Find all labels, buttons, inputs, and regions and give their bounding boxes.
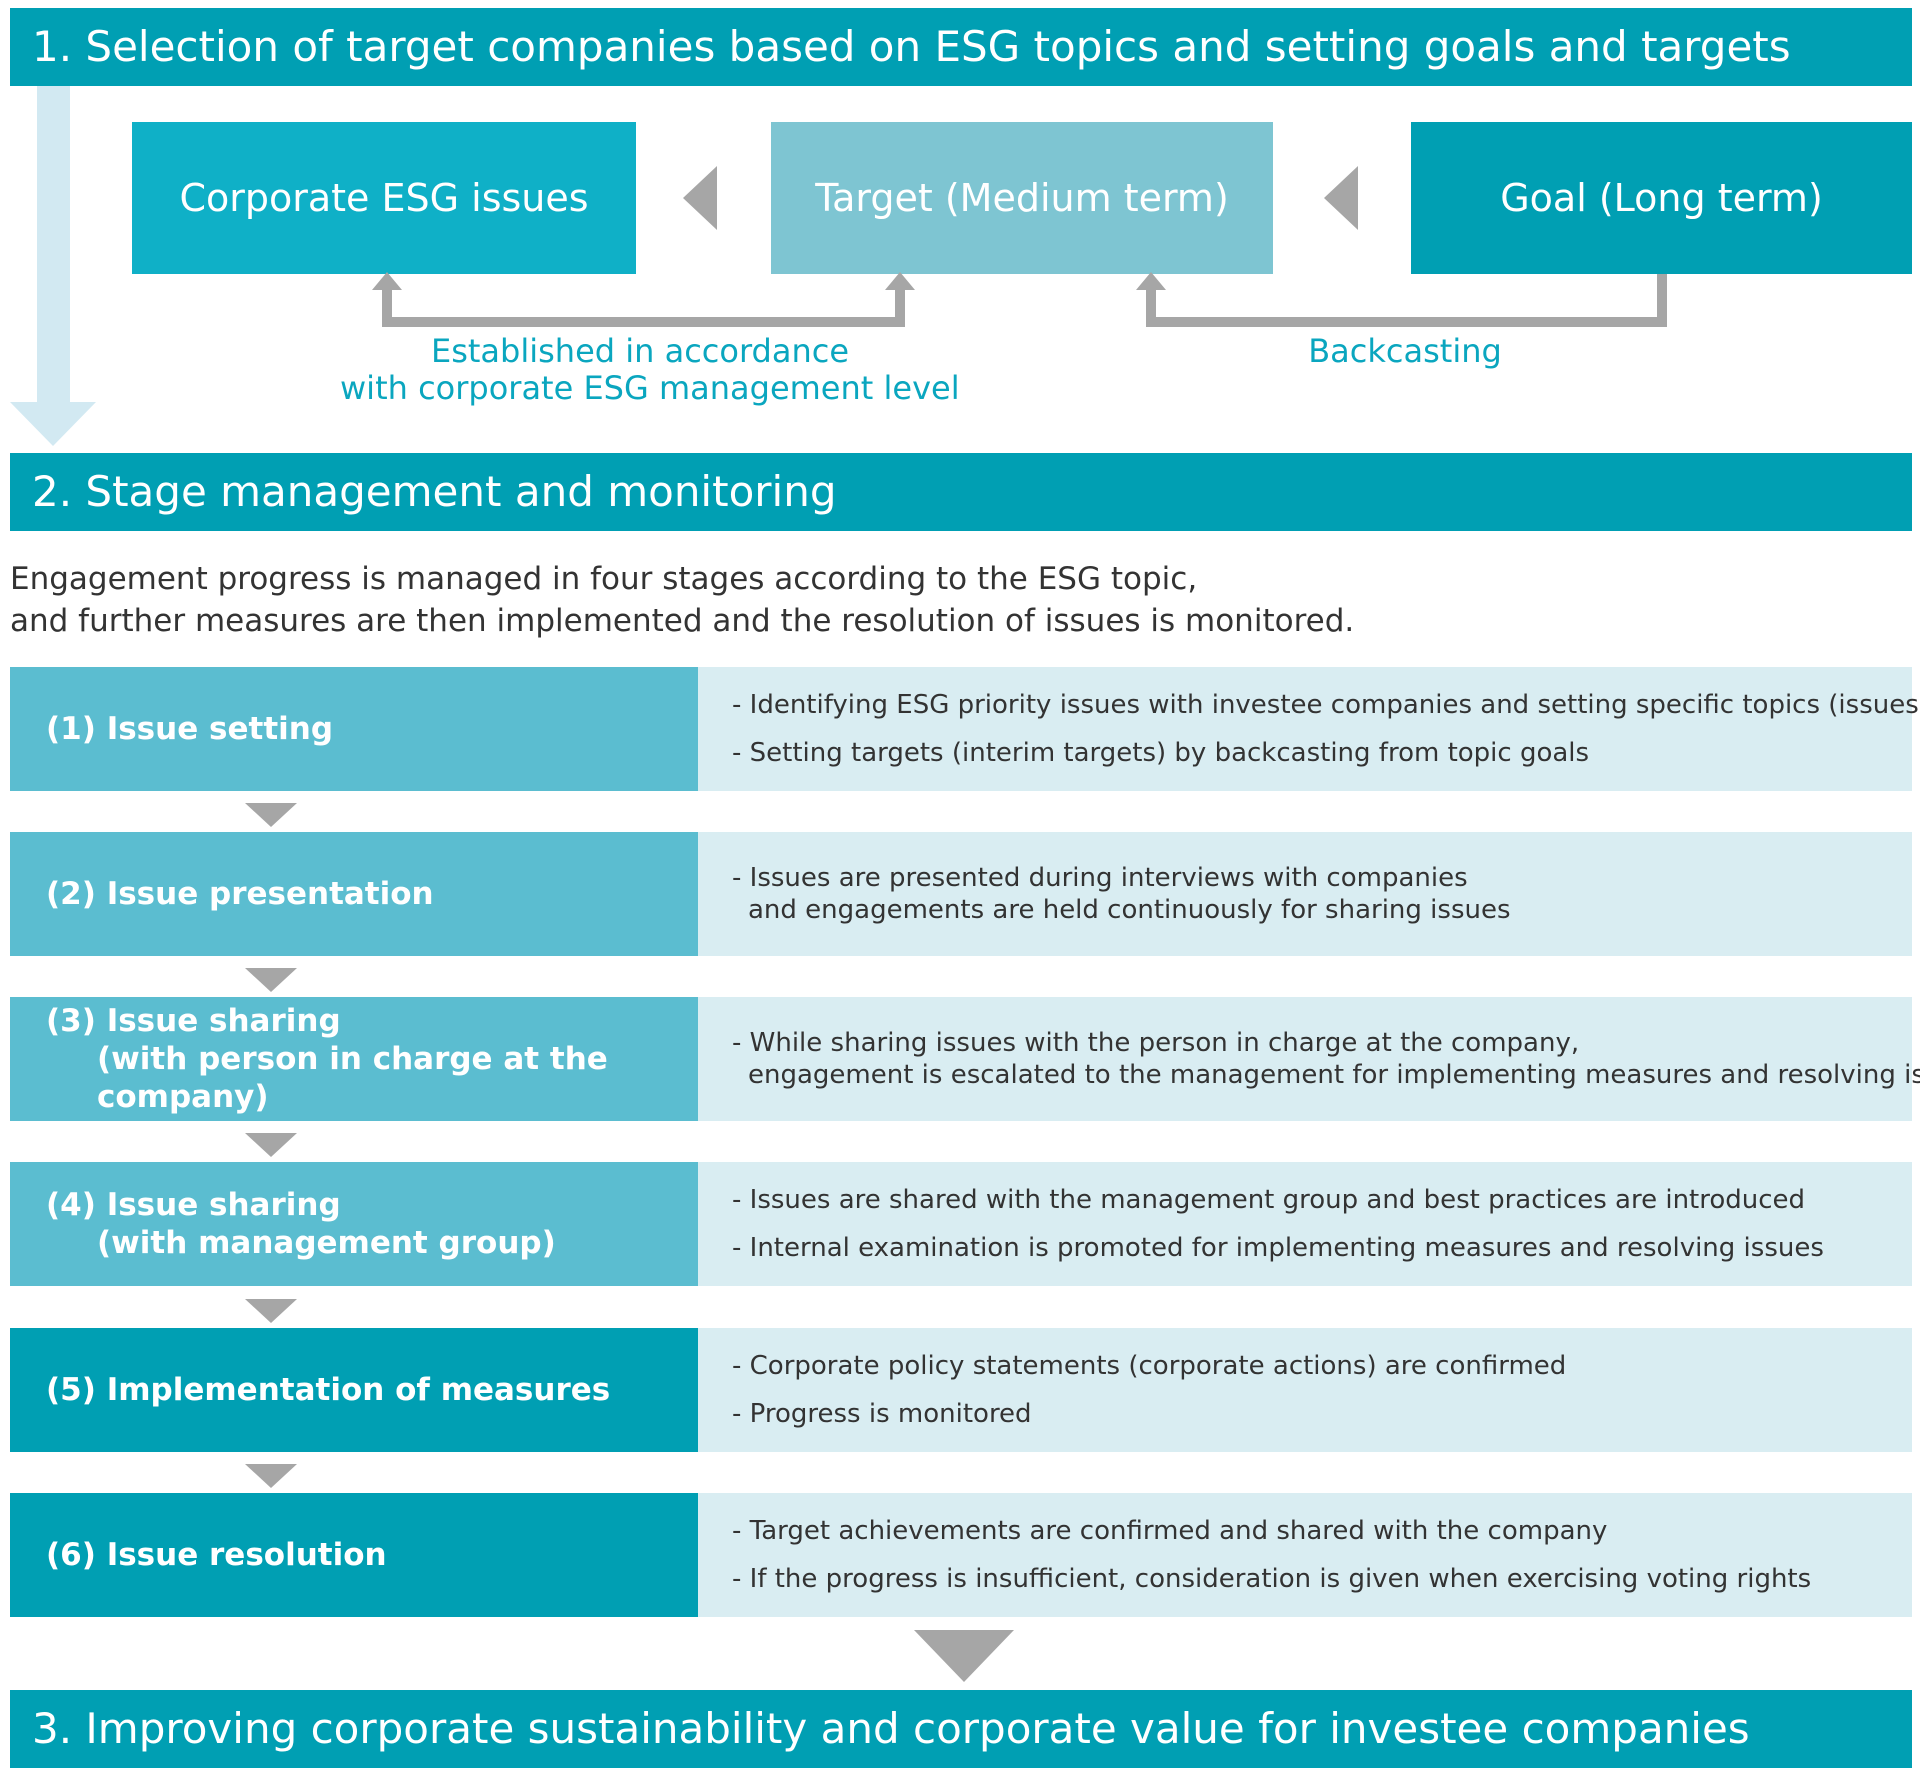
established-note: Established in accordance with corporate… [340,332,960,407]
stage-bullet: - Target achievements are confirmed and … [732,1516,1608,1546]
stage-label: (1) Issue setting [46,711,334,747]
stage-5-description: - Corporate policy statements (corporate… [698,1328,1912,1452]
stage-bullet: - Identifying ESG priority issues with i… [732,690,1920,720]
stage-6-description: - Target achievements are confirmed and … [698,1493,1912,1617]
flow-down-arrow [10,86,96,446]
stage-bullet-continuation: and engagements are held continuously fo… [748,895,1511,925]
stage-label: (6) Issue resolution [46,1537,387,1573]
down-arrow-icon [245,1464,297,1488]
stage-6-issue-resolution: (6) Issue resolution [10,1493,698,1617]
stage-bullet: - Progress is monitored [732,1399,1032,1429]
stage-label: (4) Issue sharing [46,1187,341,1223]
stage-bullet: - Corporate policy statements (corporate… [732,1351,1567,1381]
stage-bullet: - Internal examination is promoted for i… [732,1233,1824,1263]
backcasting-note: Backcasting [1308,332,1502,370]
stage-3-description: - While sharing issues with the person i… [698,997,1920,1121]
stage-4-description: - Issues are shared with the management … [698,1162,1912,1286]
down-arrow-icon [245,1299,297,1323]
intro-line-2: and further measures are then implemente… [10,603,1355,639]
stage-bullet: - Issues are shared with the management … [732,1185,1806,1215]
left-arrow-icon [683,166,717,230]
down-arrow-icon [245,803,297,827]
stage-3-issue-sharing-person: (3) Issue sharing (with person in charge… [10,997,698,1121]
section-2-banner: 2. Stage management and monitoring [10,453,1912,531]
goal-long-term-box: Goal (Long term) [1411,122,1912,274]
stage-1-issue-setting: (1) Issue setting [10,667,698,791]
stage-2-issue-presentation: (2) Issue presentation [10,832,698,956]
section-3-banner: 3. Improving corporate sustainability an… [10,1690,1912,1768]
established-note-line-1: Established in accordance [430,332,850,370]
corporate-esg-issues-box: Corporate ESG issues [132,122,636,274]
target-medium-term-box: Target (Medium term) [771,122,1273,274]
established-note-line-2: with corporate ESG management level [340,369,960,407]
stage-5-implementation: (5) Implementation of measures [10,1328,698,1452]
stage-2-description: - Issues are presented during interviews… [698,832,1912,956]
stage-intro-text: Engagement progress is managed in four s… [10,558,1354,642]
down-arrow-icon [245,1133,297,1157]
stage-label: (5) Implementation of measures [46,1372,611,1408]
stage-bullet: - While sharing issues with the person i… [732,1028,1580,1058]
stage-bullet: - Issues are presented during interviews… [732,863,1468,893]
stage-label-sub: (with management group) [97,1225,556,1261]
left-arrow-icon [1324,166,1358,230]
stage-bullet: - Setting targets (interim targets) by b… [732,738,1590,768]
stage-1-description: - Identifying ESG priority issues with i… [698,667,1920,791]
stage-bullet-continuation: engagement is escalated to the managemen… [748,1060,1920,1090]
down-arrow-icon [245,968,297,992]
stage-4-issue-sharing-management: (4) Issue sharing (with management group… [10,1162,698,1286]
bracket-connectors [372,272,1667,327]
intro-line-1: Engagement progress is managed in four s… [10,561,1198,597]
stage-label: (2) Issue presentation [46,876,434,912]
stage-label: (3) Issue sharing [46,1003,341,1039]
section-1-banner: 1. Selection of target companies based o… [10,8,1912,86]
large-down-arrow-icon [914,1630,1014,1682]
stage-bullet: - If the progress is insufficient, consi… [732,1564,1812,1594]
stage-label-sub: (with person in charge at the company) [97,1041,608,1115]
